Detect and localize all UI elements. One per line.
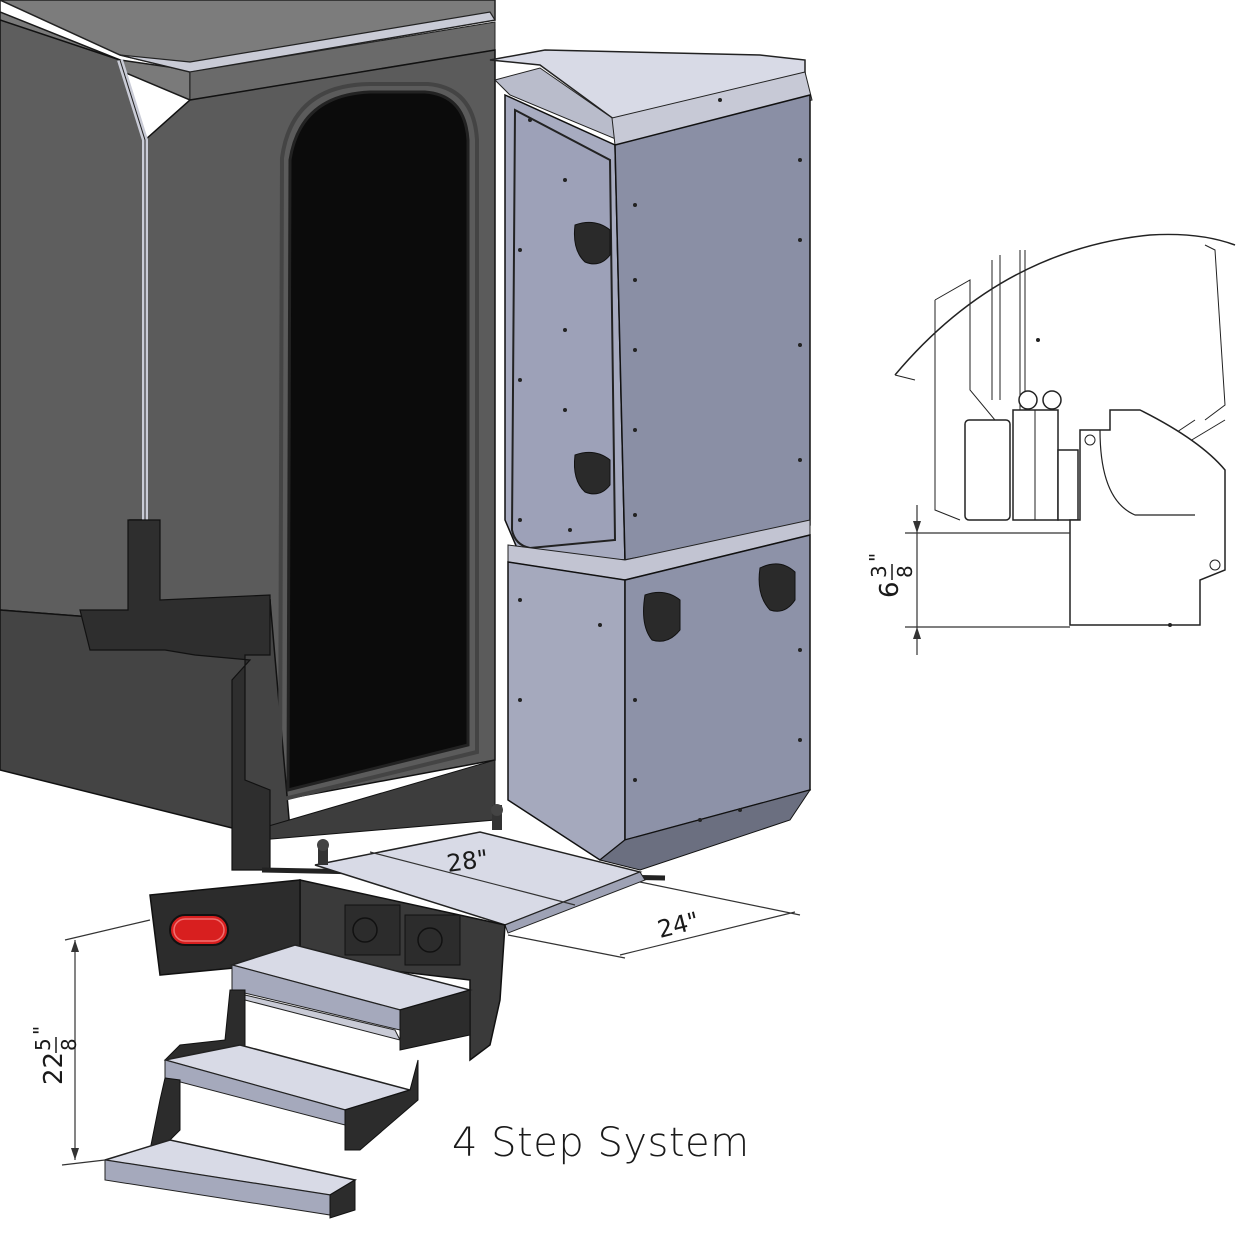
step-frame xyxy=(149,879,506,1062)
svg-text:3: 3 xyxy=(867,565,891,578)
svg-text:5: 5 xyxy=(31,1038,55,1051)
dim-detail-height: 6 3 8 " xyxy=(865,553,917,598)
trailer-body xyxy=(0,0,496,841)
tail-light-icon xyxy=(169,914,229,946)
dim-step-rise: 22 5 8 " xyxy=(29,1026,81,1085)
mounting-bracket xyxy=(79,519,271,871)
dimension-lines xyxy=(61,851,801,1166)
step-platform xyxy=(261,804,666,934)
detail-dimension xyxy=(905,505,1070,655)
dim-platform-depth: 24" xyxy=(655,907,702,944)
svg-text:": " xyxy=(29,1026,53,1035)
svg-text:6: 6 xyxy=(875,581,905,598)
svg-text:8: 8 xyxy=(893,565,917,578)
step-treads xyxy=(104,944,473,1219)
storage-cabinet xyxy=(489,49,813,871)
svg-text:8: 8 xyxy=(57,1038,81,1051)
diagram-caption: 4 Step System xyxy=(452,1120,750,1166)
dim-platform-width: 28" xyxy=(445,844,490,878)
detail-view xyxy=(894,233,1236,627)
svg-text:": " xyxy=(865,553,889,562)
vent-icon xyxy=(574,221,796,642)
svg-text:22: 22 xyxy=(39,1052,69,1085)
